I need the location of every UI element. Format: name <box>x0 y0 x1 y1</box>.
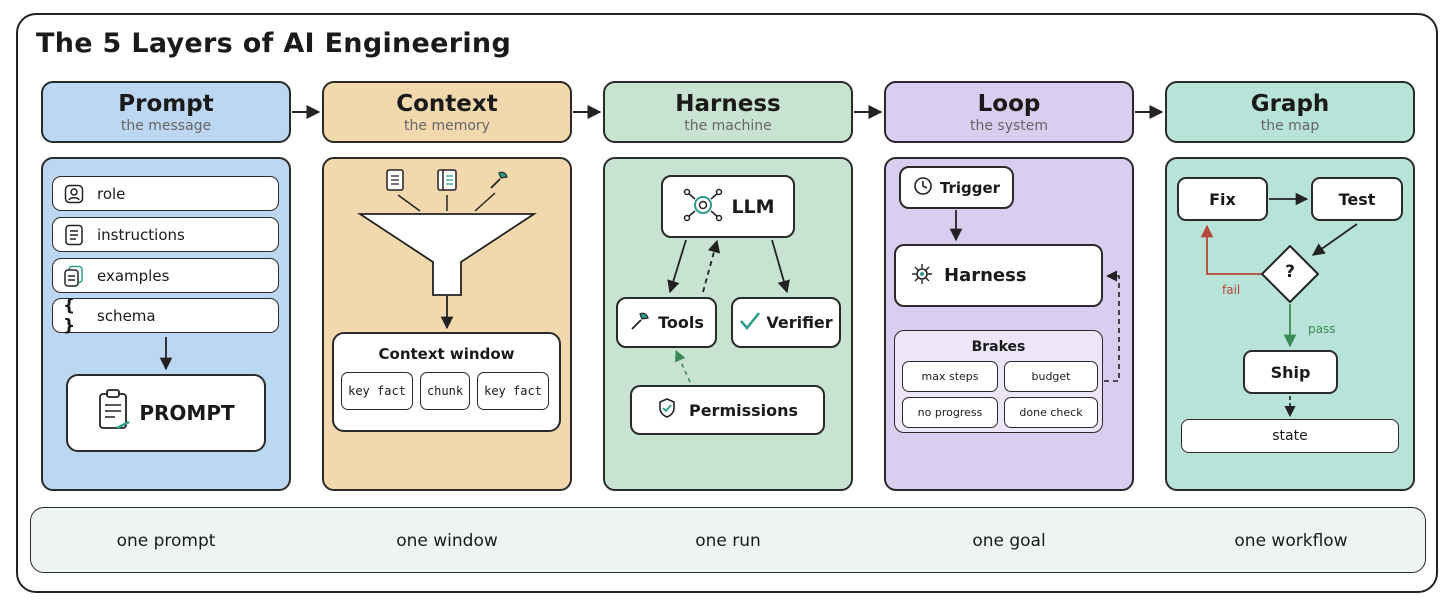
footer-label: one workflow <box>1234 531 1348 551</box>
graph-test: Test <box>1311 177 1403 221</box>
context-window-title: Context window <box>378 345 515 363</box>
decision-node: ? <box>1285 262 1295 282</box>
layer-subtitle: the machine <box>684 118 772 134</box>
panel-loop <box>884 157 1134 491</box>
permissions-label: Permissions <box>688 400 799 420</box>
layer-header-loop: Loop the system <box>884 81 1134 143</box>
document-icon <box>385 168 405 196</box>
brake-item: budget <box>1004 361 1098 392</box>
trigger-label: Trigger <box>939 178 1001 197</box>
layer-subtitle: the memory <box>404 118 490 134</box>
layer-name: Prompt <box>118 91 214 117</box>
fail-label: fail <box>1222 283 1241 297</box>
braces-icon: { } <box>63 295 76 336</box>
layer-subtitle: the system <box>969 118 1049 134</box>
layer-subtitle: the message <box>120 118 212 134</box>
stacked-documents-icon <box>63 265 85 287</box>
graph-ship: Ship <box>1243 350 1338 394</box>
prompt-item-label: examples <box>97 266 170 285</box>
panel-context <box>322 157 572 491</box>
notebook-icon <box>436 168 458 196</box>
tool-icon <box>629 310 651 336</box>
footer-strip <box>30 507 1426 573</box>
layer-name: Harness <box>675 91 781 117</box>
loop-trigger: Trigger <box>899 166 1014 209</box>
llm-label: LLM <box>731 195 775 218</box>
graph-fix: Fix <box>1177 177 1268 221</box>
layer-header-context: Context the memory <box>322 81 572 143</box>
graph-state: state <box>1181 419 1399 453</box>
curator-funnel-label: Curator <box>412 229 482 248</box>
document-icon <box>63 224 85 246</box>
brake-item: max steps <box>902 361 998 392</box>
pass-label: pass <box>1308 322 1336 336</box>
layer-name: Graph <box>1250 91 1330 117</box>
context-chip: chunk <box>420 372 470 410</box>
diagram-title: The 5 Layers of AI Engineering <box>36 28 512 59</box>
brake-item: no progress <box>902 397 998 428</box>
prompt-item-label: instructions <box>97 225 185 244</box>
brakes-title: Brakes <box>971 339 1026 355</box>
prompt-item-instructions: instructions <box>52 217 279 252</box>
shield-icon <box>657 397 677 423</box>
network-hub-icon <box>681 185 725 229</box>
harness-tools: Tools <box>616 297 717 348</box>
footer-label: one run <box>695 531 761 551</box>
clipboard-icon <box>97 388 133 438</box>
prompt-item-role: role <box>52 176 279 211</box>
tool-icon <box>487 168 511 196</box>
context-chip: key fact <box>341 372 413 410</box>
harness-llm: LLM <box>661 175 795 238</box>
loop-harness-label: Harness <box>944 265 1027 286</box>
checkmark-icon <box>739 311 761 335</box>
user-icon <box>63 183 85 205</box>
harness-verifier: Verifier <box>731 297 841 348</box>
footer-label: one window <box>396 531 498 551</box>
loop-harness: Harness <box>894 244 1103 307</box>
clock-icon <box>913 176 933 200</box>
tools-label: Tools <box>658 313 704 332</box>
brake-item: done check <box>1004 397 1098 428</box>
prompt-item-label: schema <box>97 306 156 325</box>
layer-name: Context <box>396 91 498 117</box>
prompt-item-schema: { } schema <box>52 295 279 336</box>
footer-label: one goal <box>972 531 1046 551</box>
prompt-output: PROMPT <box>66 374 266 452</box>
footer-label: one prompt <box>116 531 216 551</box>
layer-header-prompt: Prompt the message <box>41 81 291 143</box>
layer-subtitle: the map <box>1260 118 1320 134</box>
context-chip: key fact <box>477 372 549 410</box>
layer-name: Loop <box>977 91 1041 117</box>
prompt-item-examples: examples <box>52 258 279 293</box>
layer-header-graph: Graph the map <box>1165 81 1415 143</box>
layer-header-harness: Harness the machine <box>603 81 853 143</box>
prompt-item-label: role <box>97 184 126 203</box>
verifier-label: Verifier <box>766 313 833 332</box>
gear-hub-icon <box>910 262 934 290</box>
prompt-output-label: PROMPT <box>139 401 235 425</box>
harness-permissions: Permissions <box>630 385 825 435</box>
